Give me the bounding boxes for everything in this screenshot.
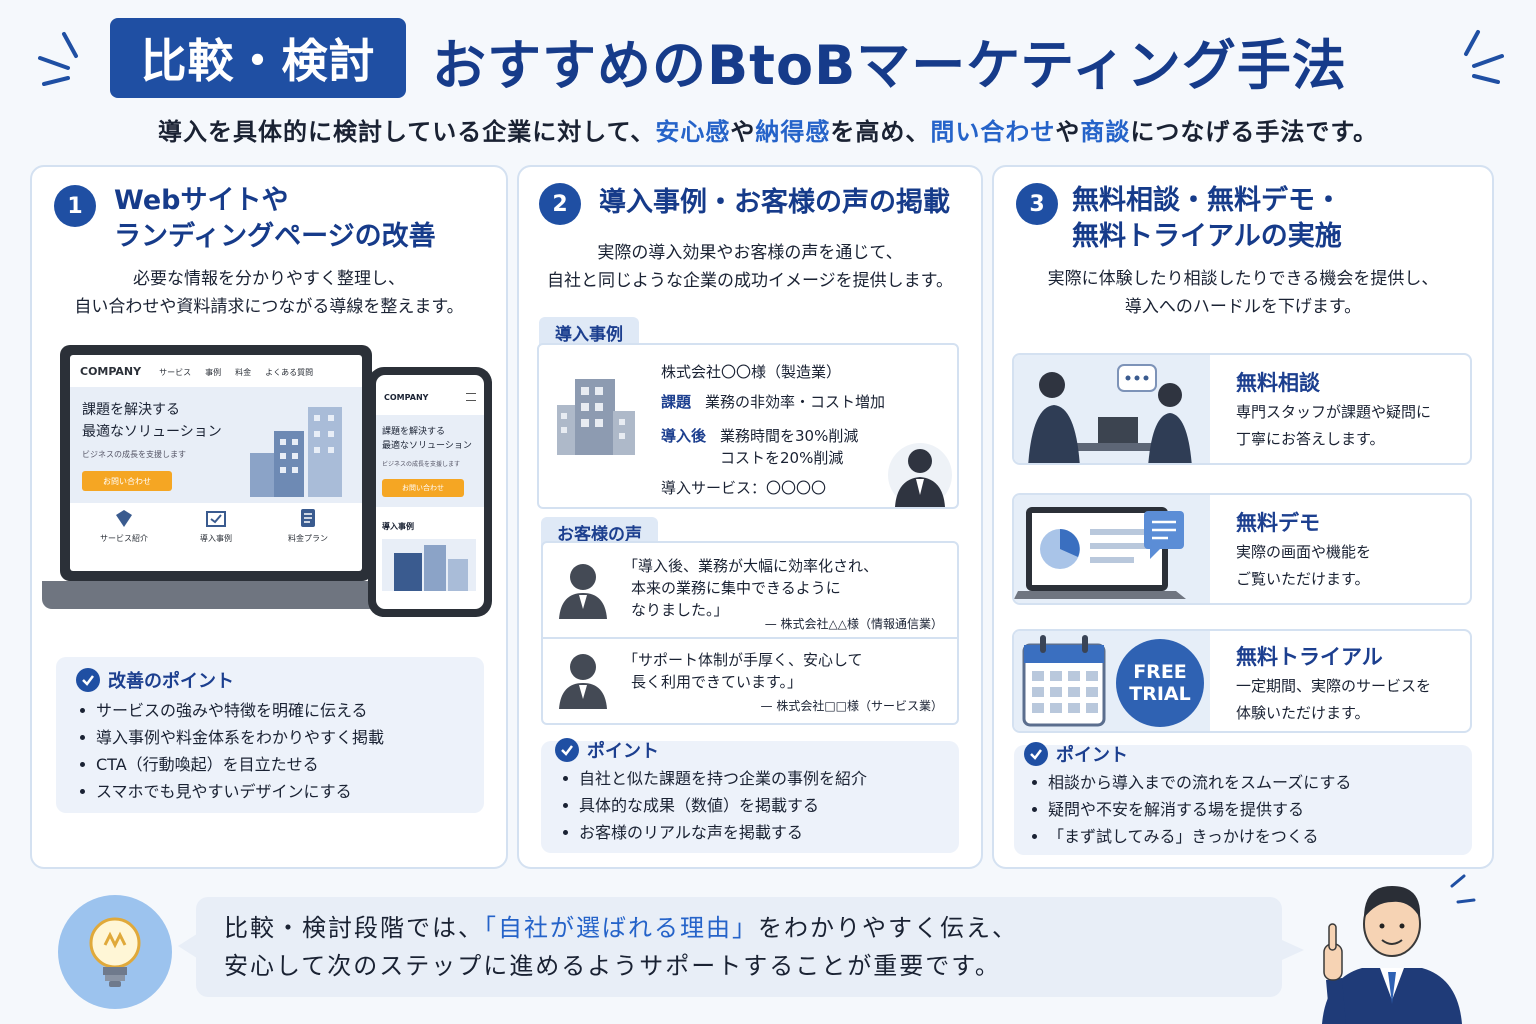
free-trial-badge: FREE TRIAL (1116, 639, 1204, 727)
list-item: スマホでも見やすいデザインにする (76, 778, 384, 805)
list-item: サービスの強みや特徴を明確に伝える (76, 697, 384, 724)
case-service: 導入サービス：〇〇〇〇 (661, 479, 827, 497)
smartphone-mockup: COMPANY 課題を解決する 最適なソリューション ビジネスの成長を支援します… (368, 367, 492, 617)
step-number-2: 2 (539, 183, 581, 225)
speech-tail (178, 932, 200, 960)
case-study-card: 株式会社〇〇様（製造業） 課題業務の非効率・コスト増加 導入後業務時間を30%削… (537, 343, 959, 509)
list-item: 相談から導入までの流れをスムーズにする (1028, 769, 1351, 796)
cta-button: お問い合わせ (82, 471, 172, 491)
building-icon (250, 407, 342, 497)
sparkle-right-icon (1464, 30, 1504, 84)
building-icon (557, 379, 635, 455)
quote-source: — 株式会社□□様（サービス業） (760, 699, 944, 713)
list-item: お客様のリアルな声を掲載する (559, 819, 867, 846)
column-title: Webサイトや ランディングページの改善 (114, 185, 436, 252)
offer-description: 実際の画面や機能を ご覧いただけます。 (1236, 543, 1372, 588)
improvement-points-box: 改善のポイント サービスの強みや特徴を明確に伝える 導入事例や料金体系をわかりや… (56, 657, 484, 813)
column-free-offers: 3 無料相談・無料デモ・ 無料トライアルの実施 実際に体験したり相談したりできる… (992, 165, 1494, 869)
page-title: おすすめのBtoBマーケティング手法 (432, 33, 1347, 97)
site-hero: 課題を解決する 最適なソリューション ビジネスの成長を支援します お問い合わせ (70, 387, 362, 503)
stage-badge: 比較・検討 (110, 18, 406, 98)
points-list: サービスの強みや特徴を明確に伝える 導入事例や料金体系をわかりやすく掲載 CTA… (76, 697, 384, 805)
points-list: 相談から導入までの流れをスムーズにする 疑問や不安を解消する場を提供する 「まず… (1028, 769, 1351, 850)
case-company: 株式会社〇〇様（製造業） (661, 363, 842, 381)
offer-points-box: ポイント 相談から導入までの流れをスムーズにする 疑問や不安を解消する場を提供す… (1014, 742, 1472, 855)
check-circle-icon (76, 668, 100, 692)
column-description: 必要な情報を分かりやすく整理し、 自い合わせや資料請求につながる導線を整えます。 (74, 269, 464, 317)
points-list: 自社と似た課題を持つ企業の事例を紹介 具体的な成果（数値）を掲載する お客様のリ… (559, 765, 867, 846)
offer-description: 一定期間、実際のサービスを 体験いただけます。 (1236, 677, 1432, 722)
demo-laptop-illustration (1014, 507, 1186, 599)
list-item: 疑問や不安を解消する場を提供する (1028, 796, 1351, 823)
lightbulb-badge (58, 895, 172, 1009)
offer-title: 無料デモ (1236, 511, 1320, 535)
case-result: 導入後業務時間を30%削減コストを20%削減 (661, 427, 859, 467)
header: 比較・検討 おすすめのBtoBマーケティング手法 導入を具体的に検討している企業… (0, 0, 1536, 160)
column-title: 無料相談・無料デモ・ 無料トライアルの実施 (1072, 185, 1342, 252)
case-issue: 課題業務の非効率・コスト増加 (661, 393, 886, 411)
list-item: 「まず試してみる」きっかけをつくる (1028, 823, 1351, 850)
offer-title: 無料相談 (1236, 371, 1320, 395)
offer-free-trial: FREE TRIAL 無料トライアル 一定期間、実際のサービスを 体験いただけま… (1012, 629, 1472, 733)
businessman-avatar (888, 443, 952, 507)
lightbulb-icon (89, 917, 141, 987)
calendar-icon (1022, 635, 1106, 727)
customer-voice-card: 「導入後、業務が大幅に効率化され、 本来の業務に集中できるように なりました。」… (541, 541, 959, 725)
phone-cta-button: お問い合わせ (382, 479, 464, 497)
step-number-1: 1 (54, 185, 96, 227)
consultation-illustration (1028, 364, 1192, 463)
menu-icon (466, 393, 476, 401)
case-study-tag: 導入事例 (539, 317, 639, 347)
column-description: 実際に体験したり相談したりできる機会を提供し、 導入へのハードルを下げます。 (1047, 269, 1439, 317)
summary-line-1: 比較・検討段階では、「自社が選ばれる理由」をわかりやすく伝え、 (224, 914, 1018, 942)
page-subtitle: 導入を具体的に検討している企業に対して、安心感や納得感を高め、問い合わせや商談に… (158, 118, 1378, 146)
step-number-3: 3 (1016, 183, 1058, 225)
building-icon (382, 539, 476, 591)
offer-description: 専門スタッフが課題や疑問に 丁寧にお答えします。 (1236, 403, 1432, 448)
list-item: CTA（行動喚起）を目立たせる (76, 751, 384, 778)
businessman-pointing-illustration (1322, 874, 1476, 1024)
list-item: 具体的な成果（数値）を掲載する (559, 792, 867, 819)
column-title: 導入事例・お客様の声の掲載 (599, 187, 950, 218)
summary-callout: 比較・検討段階では、「自社が選ばれる理由」をわかりやすく伝え、 安心して次のステ… (196, 897, 1282, 997)
customer-quote: 「導入後、業務が大幅に効率化され、 本来の業務に集中できるように なりました。」 (623, 557, 879, 619)
person-avatar (559, 564, 607, 619)
case-icon (206, 511, 226, 527)
speech-tail (1282, 940, 1304, 960)
service-icon (116, 510, 132, 527)
column-case-studies: 2 導入事例・お客様の声の掲載 実際の導入効果やお客様の声を通じて、 自社と同じ… (517, 165, 983, 869)
check-circle-icon (1024, 742, 1048, 766)
list-item: 自社と似た課題を持つ企業の事例を紹介 (559, 765, 867, 792)
offer-free-demo: 無料デモ 実際の画面や機能を ご覧いただけます。 (1012, 493, 1472, 605)
list-item: 導入事例や料金体系をわかりやすく掲載 (76, 724, 384, 751)
column-description: 実際の導入効果やお客様の声を通じて、 自社と同じような企業の成功イメージを提供し… (547, 243, 953, 291)
check-circle-icon (555, 738, 579, 762)
quote-source: — 株式会社△△様（情報通信業） (764, 617, 943, 631)
case-points-box: ポイント 自社と似た課題を持つ企業の事例を紹介 具体的な成果（数値）を掲載する … (541, 738, 959, 853)
phone-website-preview: COMPANY 課題を解決する 最適なソリューション ビジネスの成長を支援します… (376, 375, 484, 609)
summary-line-2: 安心して次のステップに進めるようサポートすることが重要です。 (224, 952, 1001, 980)
document-icon (301, 509, 315, 527)
column-website-improvement: 1 Webサイトや ランディングページの改善 必要な情報を分かりやすく整理し、 … (30, 165, 508, 869)
customer-quote: 「サポート体制が手厚く、安心して 長く利用できています。」 (623, 651, 863, 691)
offer-title: 無料トライアル (1236, 645, 1383, 669)
offer-free-consultation: 無料相談 専門スタッフが課題や疑問に 丁寧にお答えします。 (1012, 353, 1472, 465)
person-avatar (559, 654, 607, 709)
sparkle-left-icon (38, 32, 78, 86)
